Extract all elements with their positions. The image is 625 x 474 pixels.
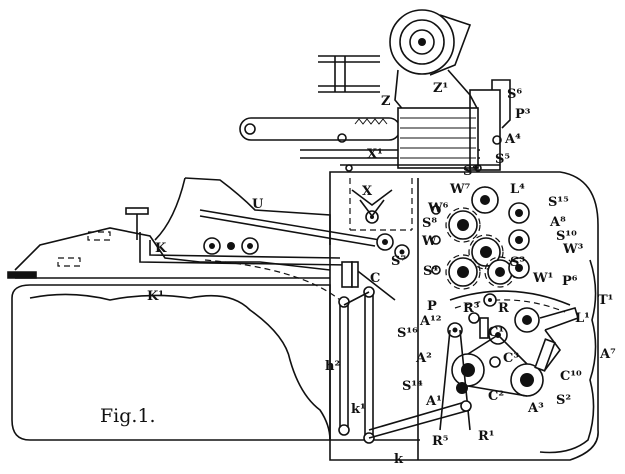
label-C: C — [370, 271, 380, 286]
label-Z: Z — [381, 94, 391, 109]
type-lever-linkage — [349, 178, 413, 260]
carriage-bracket — [239, 55, 511, 172]
label-K: K — [155, 241, 167, 256]
label-C1: C¹ — [488, 325, 504, 340]
label-A12: A¹² — [419, 314, 441, 329]
label-R: R — [498, 301, 509, 316]
label-k1: k¹ — [351, 402, 366, 417]
label-P3: P³ — [515, 107, 531, 122]
label-S2: S² — [556, 393, 571, 408]
label-U: U — [252, 197, 264, 212]
machine-frame — [11, 171, 599, 461]
label-A3: A³ — [527, 401, 544, 416]
label-X: X — [362, 184, 373, 199]
label-T1: T¹ — [598, 293, 613, 308]
label-W1: W¹ — [532, 271, 553, 286]
label-P: P — [427, 299, 437, 314]
label-A7: A⁷ — [599, 347, 616, 362]
label-R5: R⁵ — [432, 434, 449, 449]
label-W7: W⁷ — [449, 182, 471, 197]
label-S14: S¹⁴ — [402, 379, 423, 394]
label-A1: A¹ — [425, 394, 442, 409]
lower-mechanism — [439, 307, 579, 431]
label-S4: S⁴ — [423, 264, 438, 279]
part-labels: Z Z¹ S⁶ P³ A⁴ S⁵ X¹ X U S⁹ W⁷ L⁴ S¹⁵ W⁶ … — [147, 81, 616, 467]
label-A4: A⁴ — [504, 132, 521, 147]
label-L4: L⁴ — [510, 182, 525, 197]
label-S8: S⁸ — [422, 216, 437, 231]
label-S9: S⁹ — [463, 164, 478, 179]
label-h2: h² — [325, 359, 340, 374]
label-k: k — [394, 452, 404, 467]
label-S7: S⁷ — [391, 254, 406, 269]
label-W6: W⁶ — [427, 201, 449, 216]
label-C2: C² — [488, 389, 504, 404]
label-A2: A² — [415, 351, 432, 366]
label-S6: S⁶ — [507, 87, 522, 102]
label-S16: S¹⁶ — [397, 326, 418, 341]
ribbon-spool — [389, 9, 479, 113]
label-S15: S¹⁵ — [548, 195, 569, 210]
label-K1: K¹ — [147, 289, 164, 304]
label-X1: X¹ — [367, 147, 383, 162]
gear-train — [431, 186, 571, 313]
label-W3: W³ — [562, 242, 584, 257]
label-R3: R³ — [463, 301, 480, 316]
label-S10: S¹⁰ — [556, 229, 577, 244]
figure-caption: Fig.1. — [100, 405, 156, 427]
label-S3: S³ — [510, 255, 525, 270]
label-S5: S⁵ — [495, 152, 510, 167]
label-R1: R¹ — [478, 429, 495, 444]
label-C10: C¹⁰ — [560, 369, 582, 384]
label-C3: C³ — [503, 351, 519, 366]
label-W: W — [421, 234, 437, 249]
label-P6: P⁶ — [562, 274, 578, 289]
connecting-rods — [338, 261, 472, 444]
label-Z1: Z¹ — [433, 81, 448, 96]
label-A8: A⁸ — [549, 215, 566, 230]
label-L1: L¹ — [575, 311, 590, 326]
key-lever-assembly — [7, 177, 396, 301]
